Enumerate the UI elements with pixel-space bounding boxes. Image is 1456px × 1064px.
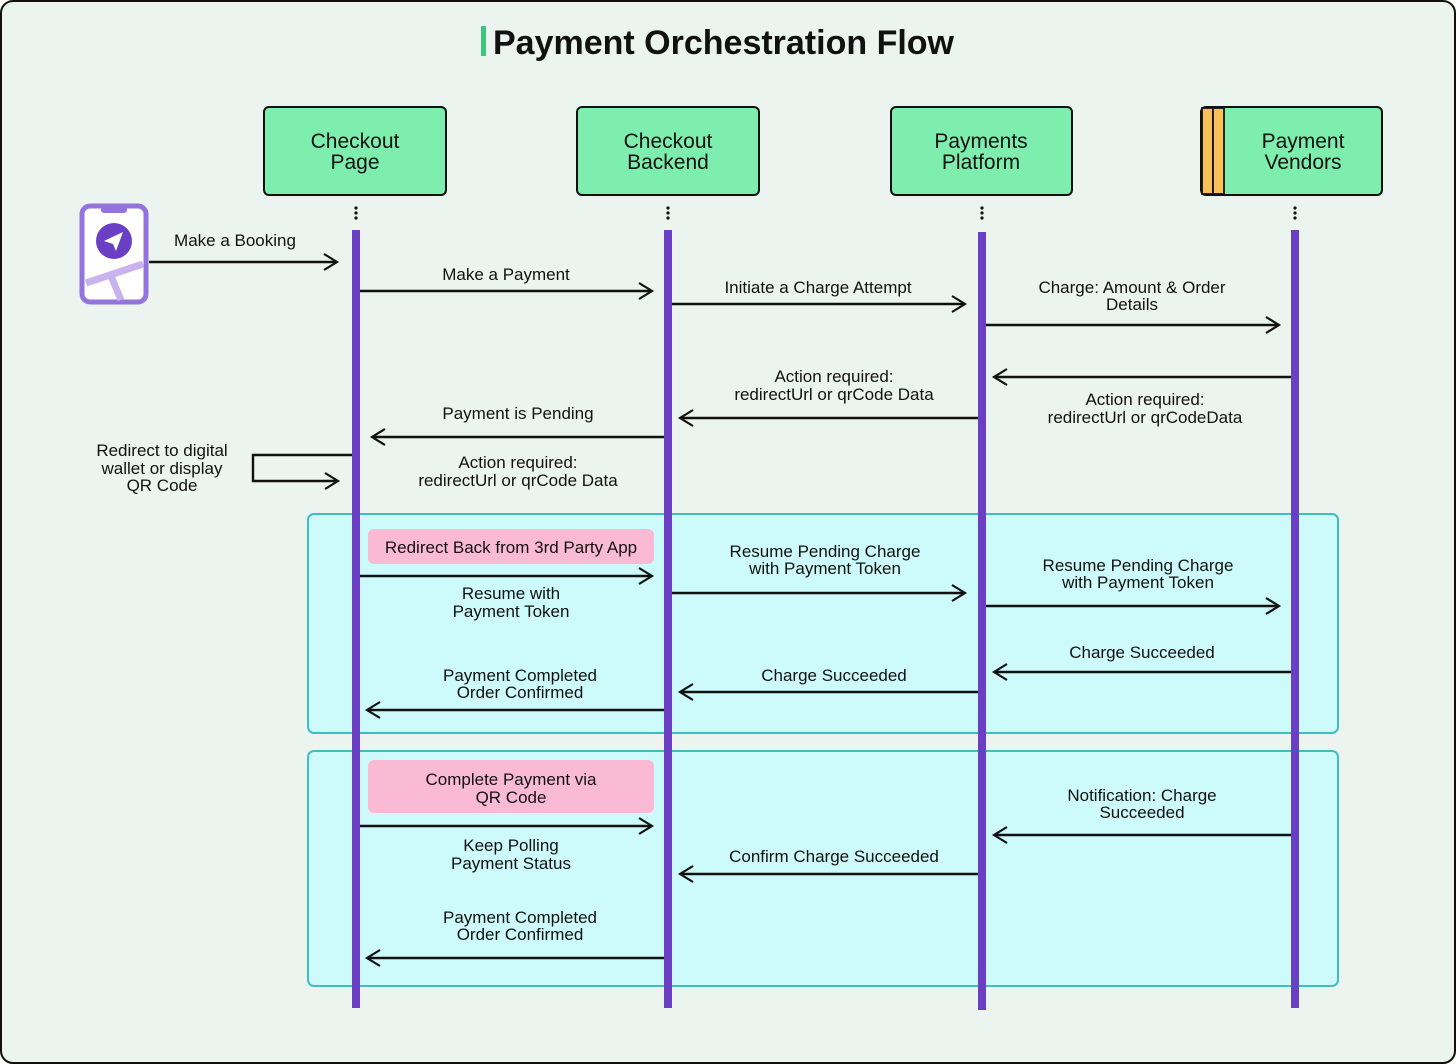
message-label: Action required: [458,453,577,472]
message-label: with Payment Token [748,559,901,578]
message-label: Keep Polling [463,836,558,855]
message-label: Payment Status [451,854,571,873]
participant-checkout-page: Checkout Page [263,106,447,196]
message-label: Initiate a Charge Attempt [724,278,911,297]
participant-label: Payments [934,130,1027,153]
message-label: Payment Completed [443,666,597,685]
title-accent-bar [481,26,486,56]
lifeline-checkout-page [352,230,360,1008]
message-label: wallet or display [101,459,223,478]
lifeline-checkout-backend [664,230,672,1008]
message-label: Notification: Charge [1067,786,1216,805]
participant-label: Payment [1262,130,1345,153]
lifeline-dots [354,206,1297,220]
message-label: Succeeded [1099,803,1184,822]
participant-payment-vendors: Payment Vendors [1200,106,1383,196]
self-message-arrow [251,453,352,490]
message-label: Make a Payment [442,265,570,284]
message-label: with Payment Token [1061,573,1214,592]
note-text: QR Code [476,788,547,807]
message-label: Resume Pending Charge [730,542,921,561]
message-arrows [149,253,1291,967]
message-label: Make a Booking [174,231,296,250]
lifeline-payments-platform [978,232,986,1010]
participant-label: Backend [627,151,709,174]
message-label: Charge Succeeded [1069,643,1215,662]
message-label: redirectUrl or qrCodeData [1048,408,1243,427]
message-label: Resume with [462,584,560,603]
note-redirect-back: Redirect Back from 3rd Party App [368,529,654,564]
message-label: redirectUrl or qrCode Data [418,471,618,490]
navigation-arrow-icon [104,232,123,251]
participant-checkout-backend: Checkout Backend [576,106,760,196]
participant-label: Vendors [1264,151,1341,174]
mobile-phone-navigation-icon [79,203,149,305]
participant-label: Page [330,151,379,174]
message-label: Action required: [1085,390,1204,409]
message-labels: Make a Booking Make a Payment Initiate a… [96,231,1243,944]
redirect-flow-group [307,513,1339,734]
lifeline-payment-vendors [1291,230,1299,1008]
message-label: Payment is Pending [442,404,593,423]
message-label: Details [1106,295,1158,314]
message-label: Redirect to digital [96,441,227,460]
message-label: Charge: Amount & Order [1038,278,1225,297]
note-complete-payment-qr: Complete Payment via QR Code [368,760,654,813]
message-label: Charge Succeeded [761,666,907,685]
participant-label: Platform [942,151,1020,174]
note-text: Redirect Back from 3rd Party App [385,538,637,557]
note-text: Complete Payment via [425,770,597,789]
message-label: QR Code [127,476,198,495]
participant-payments-platform: Payments Platform [890,106,1073,196]
message-label: redirectUrl or qrCode Data [734,385,934,404]
participant-label: Checkout [624,130,713,153]
diagram-title: Payment Orchestration Flow [493,24,955,62]
vendor-stripe-icon [1212,107,1225,195]
message-label: Resume Pending Charge [1043,556,1234,575]
message-label: Payment Completed [443,908,597,927]
message-label: Payment Token [453,602,570,621]
participant-label: Checkout [311,130,400,153]
message-label: Confirm Charge Succeeded [729,847,939,866]
vendor-stripe-icon [1201,107,1214,195]
message-label: Order Confirmed [457,925,584,944]
message-label: Order Confirmed [457,683,584,702]
message-label: Action required: [774,367,893,386]
